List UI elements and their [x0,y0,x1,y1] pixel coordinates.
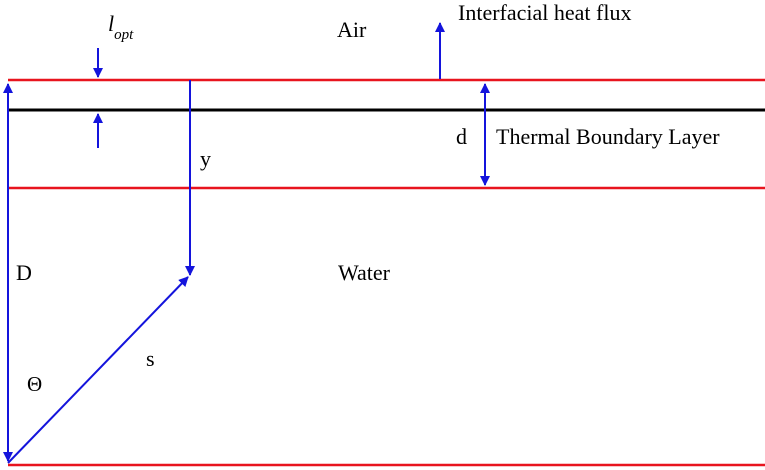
s-label: s [146,346,155,371]
l-opt-label: lopt [108,11,134,43]
y-label: y [200,146,211,171]
air-label: Air [337,17,367,42]
thermal-boundary-layer-label: Thermal Boundary Layer [496,124,720,149]
water-label: Water [338,260,391,285]
d-label: d [456,124,467,149]
theta-label: Θ [27,372,42,396]
l-opt-subscript: opt [114,27,134,43]
D-label: D [16,260,32,285]
heat-flux-label: Interfacial heat flux [458,0,631,25]
l-opt-main: l [108,11,114,36]
s-arrow [7,276,189,464]
